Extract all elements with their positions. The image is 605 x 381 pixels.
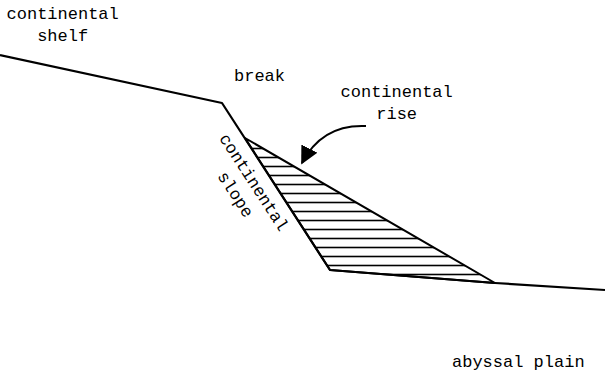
plain-label: abyssal plain [452, 352, 585, 374]
shelf-label: continental shelf [4, 4, 121, 48]
break-label: break [234, 66, 285, 88]
leader-arrow [302, 126, 366, 163]
rise-label: continental rise [338, 82, 455, 126]
seafloor-profile [0, 55, 605, 290]
